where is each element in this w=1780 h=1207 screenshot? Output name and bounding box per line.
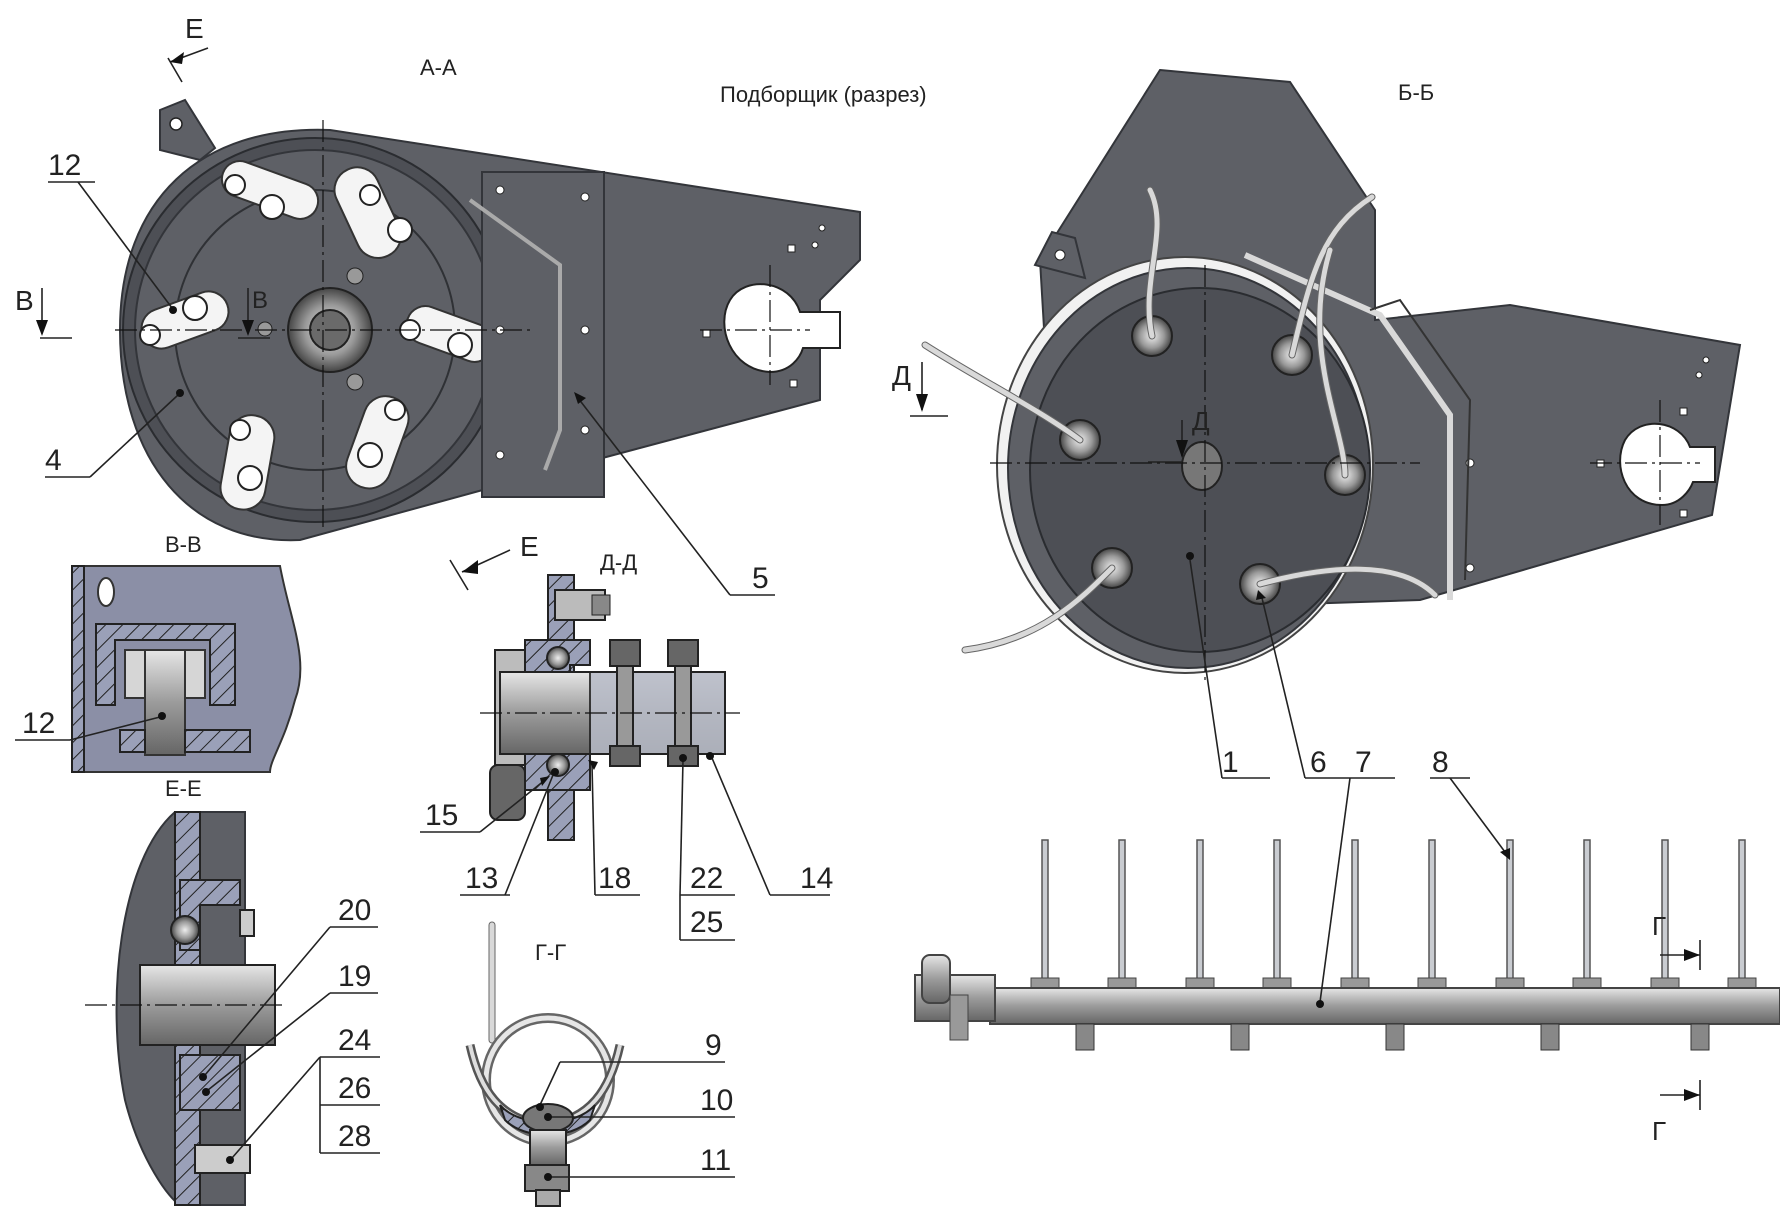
view-label-ee: Е-Е xyxy=(165,776,202,801)
svg-text:9: 9 xyxy=(705,1029,722,1062)
svg-text:25: 25 xyxy=(690,906,723,939)
svg-text:22: 22 xyxy=(690,862,723,895)
view-aa: Е В В 12 4 5 xyxy=(15,13,861,596)
tine xyxy=(1738,839,1746,991)
svg-text:Е: Е xyxy=(185,13,204,44)
svg-text:19: 19 xyxy=(338,960,371,993)
svg-text:6: 6 xyxy=(1310,746,1327,779)
svg-text:Д: Д xyxy=(892,360,911,391)
tine xyxy=(1583,839,1591,991)
aa-mounting-ear xyxy=(159,98,217,162)
callout-6: 6 xyxy=(1256,590,1350,779)
callout-12-aa: 12 xyxy=(48,149,177,314)
svg-text:14: 14 xyxy=(800,862,833,895)
callout-19: 19 xyxy=(202,960,378,1096)
tine xyxy=(1196,839,1204,991)
callout-22-25: 22 25 xyxy=(679,754,735,941)
cut-mark-v-center: В xyxy=(238,287,270,339)
bb-spring-tines xyxy=(921,186,1439,654)
bar-bolt xyxy=(1230,1023,1250,1051)
tine-bar-tube xyxy=(989,987,1780,1025)
svg-text:28: 28 xyxy=(338,1120,371,1153)
callout-11: 11 xyxy=(544,1144,735,1181)
bar-bolt xyxy=(1385,1023,1405,1051)
tine xyxy=(1428,839,1436,991)
svg-text:13: 13 xyxy=(465,862,498,895)
section-vv: В-В 12 xyxy=(15,532,302,773)
svg-text:1: 1 xyxy=(1222,746,1239,779)
svg-text:Г: Г xyxy=(1652,1116,1666,1146)
callout-20: 20 xyxy=(199,894,378,1081)
view-bb: Д Д 1 6 xyxy=(892,68,1742,779)
cut-mark-g: Г Г xyxy=(1652,911,1701,1146)
view-label-dd: Д-Д xyxy=(600,550,637,575)
svg-text:В: В xyxy=(252,287,268,314)
svg-text:Е: Е xyxy=(520,531,539,562)
cut-mark-e-mid: Е xyxy=(449,531,539,591)
callout-8: 8 xyxy=(1430,746,1510,860)
callout-24-26-28: 24 26 28 xyxy=(226,1024,380,1164)
svg-text:8: 8 xyxy=(1432,746,1449,779)
cut-mark-d-center: Д xyxy=(1148,406,1210,463)
tines xyxy=(1030,839,1757,991)
view-label-gg: Г-Г xyxy=(535,940,566,965)
svg-text:15: 15 xyxy=(425,799,458,832)
cut-mark-e-top: Е xyxy=(167,13,209,83)
bar-bolt xyxy=(1075,1023,1095,1051)
svg-text:В: В xyxy=(15,285,34,316)
bb-shaft-slot xyxy=(1619,422,1716,507)
svg-text:12: 12 xyxy=(22,707,55,740)
tine xyxy=(1506,839,1514,991)
view-label-vv: В-В xyxy=(165,532,202,557)
svg-text:12: 12 xyxy=(48,149,81,182)
cut-mark-v-left: В xyxy=(15,285,72,339)
svg-text:20: 20 xyxy=(338,894,371,927)
aa-shaft-slot xyxy=(723,283,841,374)
bar-bolt xyxy=(1690,1023,1710,1051)
callout-14: 14 xyxy=(706,752,833,896)
tine xyxy=(1351,839,1359,991)
tine-bar-view: Г Г 7 8 xyxy=(914,746,1780,1146)
callout-1: 1 xyxy=(1186,552,1270,779)
view-label-aa: А-А xyxy=(420,55,457,80)
end-roller xyxy=(921,954,951,1004)
callout-15: 15 xyxy=(420,776,550,833)
svg-text:Г: Г xyxy=(1652,911,1666,941)
svg-text:10: 10 xyxy=(700,1084,733,1117)
svg-text:Д: Д xyxy=(1192,406,1210,436)
callout-18: 18 xyxy=(588,760,640,896)
section-gg: Г-Г 9 10 11 xyxy=(465,921,735,1207)
dd-bolts xyxy=(609,639,699,767)
gg-bolt xyxy=(529,1129,567,1166)
callout-4: 4 xyxy=(45,389,184,478)
svg-text:4: 4 xyxy=(45,444,62,477)
tine xyxy=(1118,839,1126,991)
tine xyxy=(1273,839,1281,991)
svg-text:7: 7 xyxy=(1355,746,1372,779)
callout-7: 7 xyxy=(1316,746,1395,1008)
bar-bolt xyxy=(1540,1023,1560,1051)
aa-guide-plate xyxy=(481,171,605,498)
callout-13: 13 xyxy=(460,768,559,896)
view-label-bb: Б-Б xyxy=(1398,80,1434,105)
svg-text:11: 11 xyxy=(700,1144,731,1177)
callout-5: 5 xyxy=(574,392,775,596)
svg-text:18: 18 xyxy=(598,862,631,895)
callout-12-vv: 12 xyxy=(15,707,166,741)
drawing-title: Подборщик (разрез) xyxy=(720,82,927,107)
callout-10: 10 xyxy=(544,1084,735,1121)
cut-mark-d-left: Д xyxy=(892,360,948,417)
vv-pin xyxy=(144,649,186,756)
svg-text:5: 5 xyxy=(752,562,769,595)
svg-text:26: 26 xyxy=(338,1072,371,1105)
section-dd: Д-Д Е 15 xyxy=(420,531,833,941)
tine xyxy=(1041,839,1049,991)
section-ee: Е-Е 20 19 24 26 28 xyxy=(85,776,380,1206)
svg-text:24: 24 xyxy=(338,1024,371,1057)
callout-9: 9 xyxy=(536,1029,725,1111)
